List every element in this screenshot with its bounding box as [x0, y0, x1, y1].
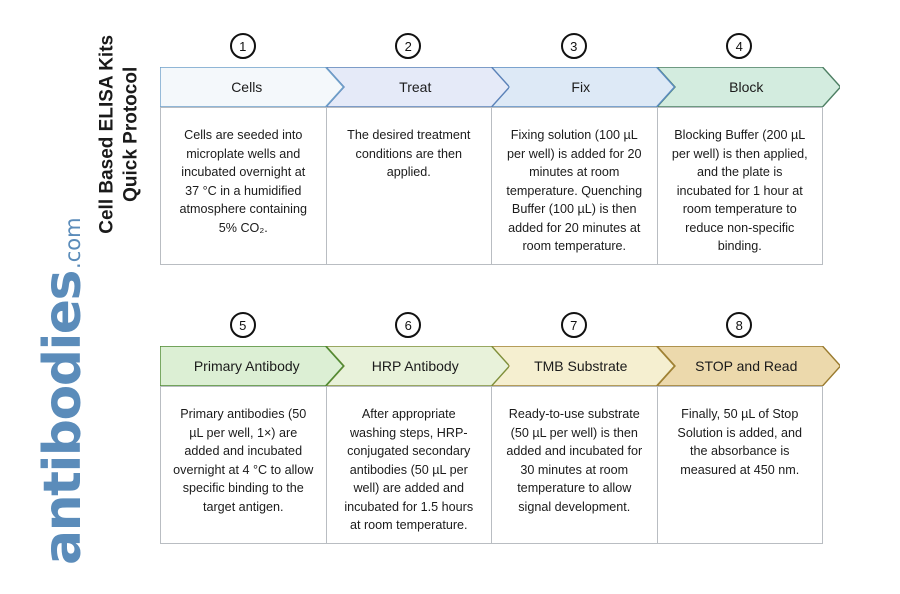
step-description-cards-row-2: Primary antibodies (50 µL per well, 1×) … [160, 386, 840, 546]
step-number-badge-7: 7 [560, 312, 587, 338]
step-description-text-1: Cells are seeded into microplate wells a… [179, 128, 307, 235]
step-label-1: Cells [231, 79, 263, 95]
chevron-shape [656, 346, 840, 386]
chevron-shape [325, 346, 509, 386]
step-label-2: Treat [399, 79, 432, 95]
step-label-8: STOP and Read [695, 358, 798, 374]
page-title-line-2: Quick Protocol [121, 66, 142, 202]
step-chevron-1[interactable]: Cells [160, 67, 344, 107]
step-description-text-4: Blocking Buffer (200 µL per well) is the… [671, 128, 808, 253]
protocol-row-1: 1 2 3 4 Cells Treat Fix Block Cells are seeded… [160, 33, 840, 265]
chevron-shape [491, 67, 675, 107]
step-label-6: HRP Antibody [371, 358, 459, 374]
step-description-text-5: Primary antibodies (50 µL per well, 1×) … [173, 407, 314, 514]
step-number-badges-row-1: 1 2 3 4 [160, 33, 840, 63]
antibodies-logo: antibodies .com [33, 217, 107, 565]
step-chevron-3[interactable]: Fix [491, 67, 675, 107]
step-description-card-4: Blocking Buffer (200 µL per well) is the… [656, 107, 823, 265]
step-chevrons-row-1: Cells Treat Fix Block [160, 67, 840, 107]
step-chevron-5[interactable]: Primary Antibody [160, 346, 344, 386]
step-number-badges-row-2: 5 6 7 8 [160, 312, 840, 342]
step-number-badge-2: 2 [395, 33, 422, 59]
step-label-5: Primary Antibody [193, 358, 300, 374]
step-chevron-4[interactable]: Block [656, 67, 840, 107]
step-description-card-8: Finally, 50 µL of Stop Solution is added… [656, 386, 823, 544]
step-description-card-1: Cells are seeded into microplate wells a… [160, 107, 327, 265]
step-chevron-8[interactable]: STOP and Read [656, 346, 840, 386]
step-label-4: Block [729, 79, 764, 95]
step-description-text-8: Finally, 50 µL of Stop Solution is added… [677, 407, 803, 477]
chevron-shape [325, 67, 509, 107]
step-chevron-2[interactable]: Treat [325, 67, 509, 107]
step-number-badge-5: 5 [229, 312, 256, 338]
step-number-badge-8: 8 [726, 312, 753, 338]
step-description-card-7: Ready-to-use substrate (50 µL per well) … [491, 386, 658, 544]
step-chevrons-row-2: Primary Antibody HRP Antibody TMB Substrat… [160, 346, 840, 386]
step-description-text-3: Fixing solution (100 µL per well) is add… [506, 128, 643, 253]
step-label-7: TMB Substrate [534, 358, 628, 374]
step-description-card-3: Fixing solution (100 µL per well) is add… [491, 107, 658, 265]
step-description-card-5: Primary antibodies (50 µL per well, 1×) … [160, 386, 327, 544]
step-number-badge-6: 6 [395, 312, 422, 338]
step-description-text-7: Ready-to-use substrate (50 µL per well) … [506, 407, 643, 514]
step-description-card-6: After appropriate washing steps, HRP-con… [325, 386, 492, 544]
page-title-line-1: Cell Based ELISA Kits [96, 34, 118, 234]
step-description-cards-row-1: Cells are seeded into microplate wells a… [160, 107, 840, 267]
step-chevron-7[interactable]: TMB Substrate [491, 346, 675, 386]
step-number-badge-3: 3 [560, 33, 587, 59]
step-chevron-6[interactable]: HRP Antibody [325, 346, 509, 386]
logo-wordmark: antibodies [33, 270, 93, 565]
chevron-shape [160, 346, 344, 386]
step-number-badge-1: 1 [229, 33, 256, 59]
step-number-badge-4: 4 [726, 33, 753, 59]
chevron-shape [491, 346, 675, 386]
chevron-shape [656, 67, 840, 107]
step-description-text-2: The desired treatment conditions are the… [347, 128, 471, 179]
step-description-text-6: After appropriate washing steps, HRP-con… [344, 407, 474, 532]
step-label-3: Fix [571, 79, 591, 95]
chevron-shape [160, 67, 344, 107]
protocol-row-2: 5 6 7 8 Primary Antibody HRP Antibody TMB Sub… [160, 312, 840, 544]
step-description-card-2: The desired treatment conditions are the… [325, 107, 492, 265]
vertical-page-title: Cell Based ELISA Kits Quick Protocol [0, 0, 150, 300]
